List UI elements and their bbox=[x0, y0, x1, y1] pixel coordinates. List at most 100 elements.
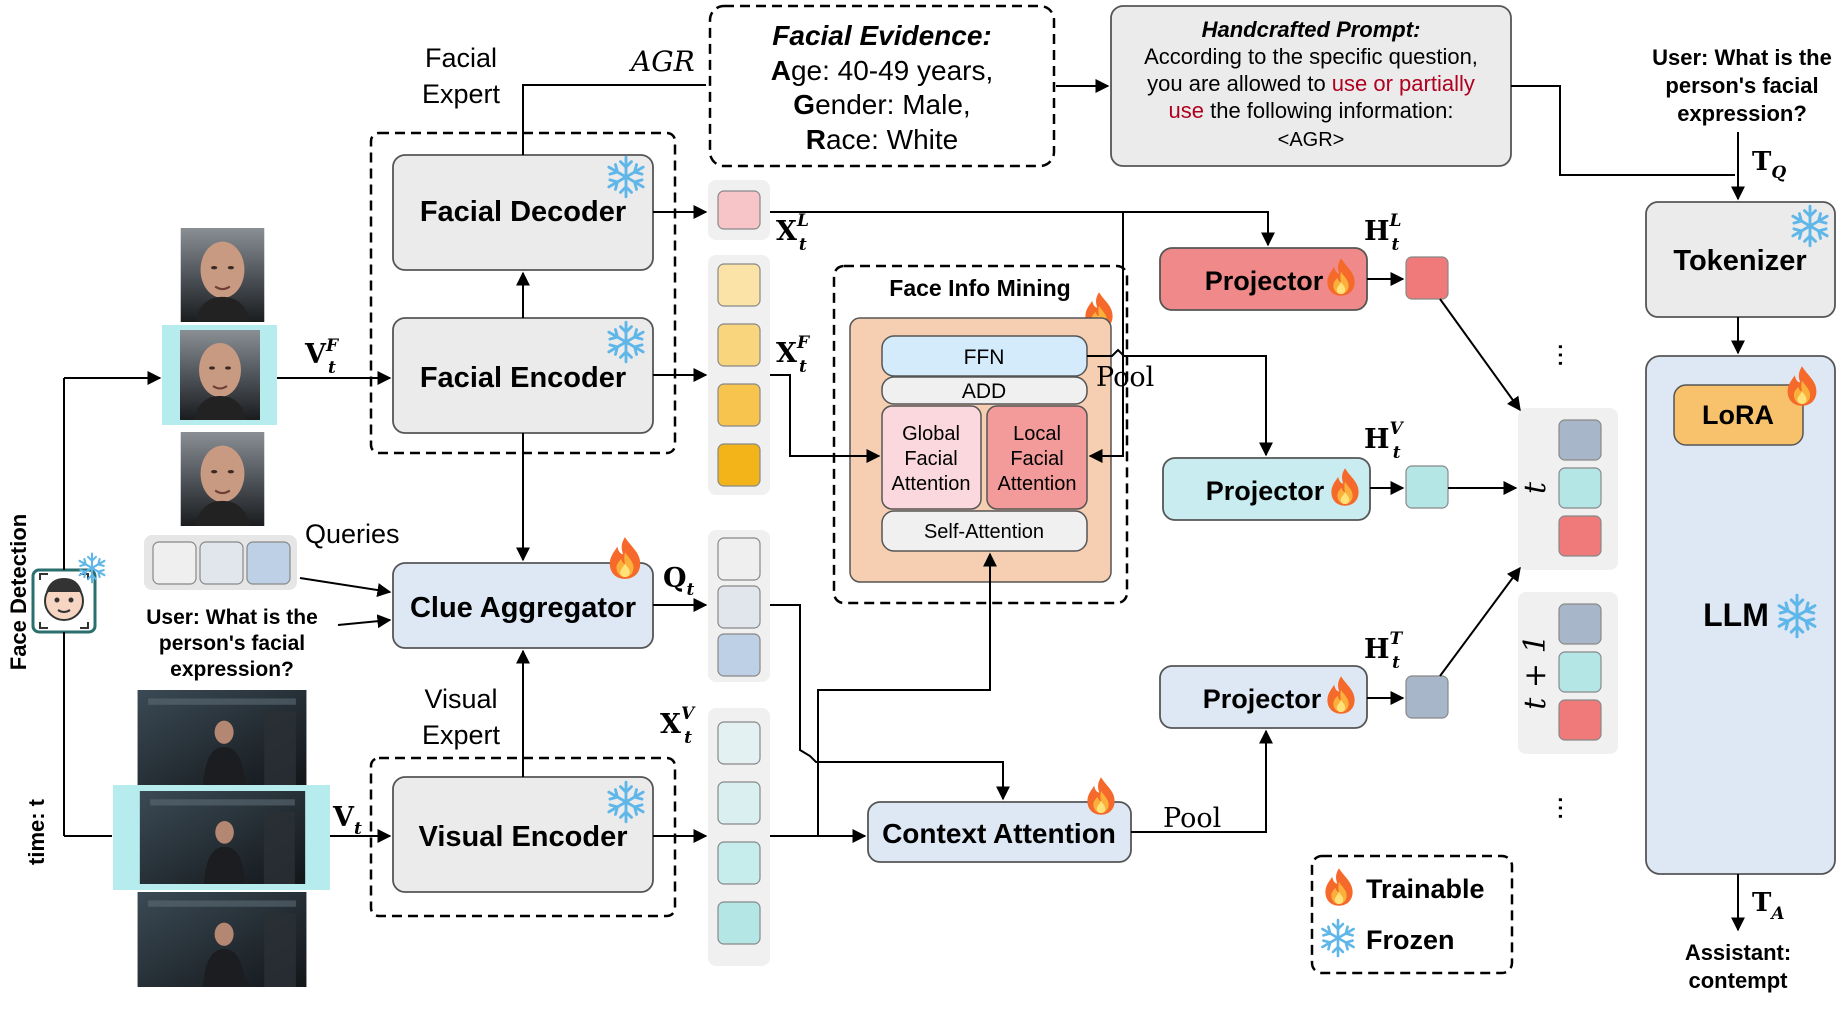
llm-box bbox=[1645, 355, 1836, 875]
user-query-right-line1: User: What is the bbox=[1652, 45, 1832, 70]
xf-token bbox=[717, 383, 761, 427]
q-label: Qt bbox=[663, 563, 695, 600]
query-token bbox=[246, 541, 291, 585]
face-frame-1 bbox=[179, 228, 266, 322]
group-t-token bbox=[1558, 515, 1602, 557]
svg-text:XLt: XLt bbox=[776, 211, 809, 255]
svg-text:TA: TA bbox=[1752, 888, 1785, 924]
dots-top: ... bbox=[1536, 342, 1569, 367]
global-attention-line3: Attention bbox=[892, 473, 971, 495]
user-query-left-line1: User: What is the bbox=[146, 606, 318, 629]
time-t1-label: t + 1 bbox=[1518, 634, 1553, 709]
local-attention-line3: Attention bbox=[998, 473, 1077, 495]
svg-text:HLt: HLt bbox=[1364, 211, 1401, 255]
projector-l-label: Projector bbox=[1205, 266, 1324, 296]
handcrafted-prompt-title: Handcrafted Prompt: bbox=[1202, 17, 1421, 42]
assistant-line2: contempt bbox=[1689, 968, 1789, 993]
handcrafted-prompt-line2: you are allowed to use or partially bbox=[1147, 71, 1475, 96]
time-label: time: t bbox=[24, 798, 49, 865]
lora-box bbox=[1673, 384, 1804, 446]
self-attention-box bbox=[881, 510, 1088, 552]
visual-encoder-label: Visual Encoder bbox=[419, 821, 628, 853]
scene-frame-1 bbox=[137, 690, 307, 785]
group-t-token bbox=[1558, 419, 1602, 461]
ffn-label: FFN bbox=[964, 346, 1005, 369]
handcrafted-prompt-line1: According to the specific question, bbox=[1144, 44, 1478, 69]
hl-token bbox=[1405, 256, 1449, 300]
svg-text:XFt: XFt bbox=[776, 333, 811, 377]
scene-frame-3 bbox=[137, 892, 307, 987]
local-attention-line1: Local bbox=[1013, 423, 1061, 445]
pool-bottom-label: Pool bbox=[1163, 803, 1221, 834]
face-frames bbox=[162, 228, 277, 526]
user-query-right-line2: person's facial bbox=[1665, 73, 1818, 98]
facial-expert-label-1: Facial bbox=[425, 43, 497, 73]
global-attention-line1: Global bbox=[902, 423, 960, 445]
q-token bbox=[717, 585, 761, 629]
add-box bbox=[881, 376, 1088, 405]
v-label: Vt bbox=[332, 802, 362, 839]
fire-icon bbox=[609, 537, 641, 579]
svg-text:TQ: TQ bbox=[1752, 147, 1786, 183]
lora-label: LoRA bbox=[1702, 400, 1774, 430]
facial-evidence-gender: Gender: Male, bbox=[793, 89, 970, 120]
xl-token bbox=[717, 190, 761, 230]
svg-text:HVt: HVt bbox=[1364, 419, 1405, 463]
svg-text:HTt: HTt bbox=[1364, 629, 1404, 673]
svg-text:Qt: Qt bbox=[663, 563, 695, 600]
group-t-token bbox=[1558, 467, 1602, 509]
q-token bbox=[717, 633, 761, 677]
global-attention-line2: Facial bbox=[904, 448, 957, 470]
fire-icon bbox=[1325, 868, 1353, 906]
facial-evidence-box bbox=[708, 4, 1056, 168]
face-info-mining-group bbox=[832, 264, 1129, 605]
tokenizer-box bbox=[1645, 201, 1836, 318]
context-attention-label: Context Attention bbox=[882, 818, 1116, 849]
face-frame-3 bbox=[179, 432, 266, 526]
xv-token bbox=[717, 841, 761, 885]
scene-frames bbox=[113, 690, 330, 987]
self-attention-label: Self-Attention bbox=[924, 521, 1044, 543]
projector-v-label: Projector bbox=[1206, 476, 1325, 506]
queries-label: Queries bbox=[305, 519, 400, 549]
tq-label: TQ bbox=[1752, 147, 1786, 183]
ht-token bbox=[1405, 675, 1449, 719]
assistant-line1: Assistant: bbox=[1685, 940, 1791, 965]
user-query-left-line2: person's facial bbox=[159, 632, 305, 655]
agr-label: AGR bbox=[628, 45, 695, 78]
face-frame-2 bbox=[178, 330, 262, 420]
scene-frame-2 bbox=[139, 791, 306, 884]
group-t1-token bbox=[1558, 651, 1602, 693]
xf-tray bbox=[708, 255, 770, 495]
facial-evidence-race: Race: White bbox=[806, 124, 959, 155]
projector-t-label: Projector bbox=[1203, 684, 1322, 714]
global-attention-box bbox=[881, 405, 982, 510]
facial-decoder-label: Facial Decoder bbox=[420, 196, 626, 228]
xf-token bbox=[717, 323, 761, 367]
xf-token bbox=[717, 263, 761, 307]
facial-expert-label-2: Expert bbox=[422, 79, 501, 109]
user-query-right-line3: expression? bbox=[1677, 101, 1807, 126]
face-detection-label: Face Detection bbox=[6, 514, 31, 671]
facial-evidence-title: Facial Evidence: bbox=[772, 20, 991, 51]
q-token bbox=[717, 537, 761, 581]
local-attention-line2: Facial bbox=[1010, 448, 1063, 470]
time-t-label: t bbox=[1518, 481, 1553, 494]
legend-box bbox=[1310, 854, 1514, 975]
input-routing-lines bbox=[63, 371, 162, 837]
svg-text:VFt: VFt bbox=[304, 336, 340, 378]
handcrafted-prompt-line4: <AGR> bbox=[1278, 129, 1345, 151]
fire-icon bbox=[1087, 777, 1115, 815]
llm-label: LLM bbox=[1703, 597, 1769, 633]
connector-lines bbox=[277, 79, 1745, 932]
facial-encoder-label: Facial Encoder bbox=[420, 362, 626, 394]
group-t1-token bbox=[1558, 699, 1602, 741]
group-t1-token bbox=[1558, 603, 1602, 645]
facial-evidence-age: Age: 40-49 years, bbox=[771, 55, 994, 86]
